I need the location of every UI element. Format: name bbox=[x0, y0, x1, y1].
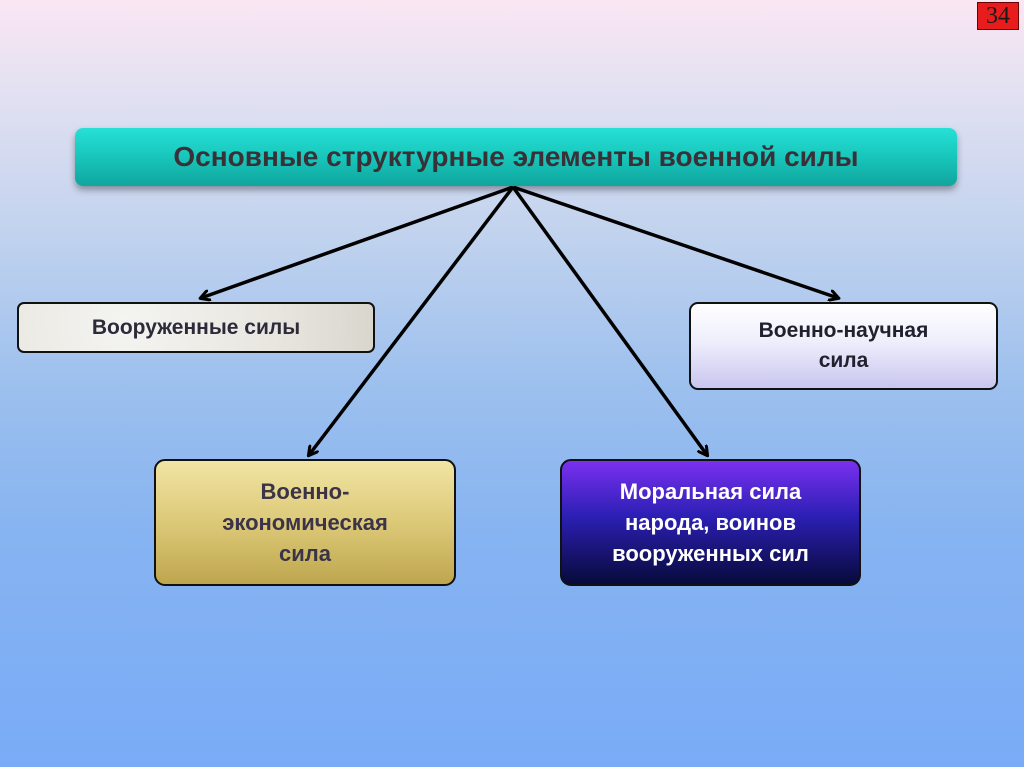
diagram-title: Основные структурные элементы военной си… bbox=[173, 141, 859, 172]
diagram-title-box: Основные структурные элементы военной си… bbox=[75, 128, 957, 186]
military-economic-box: Военно- экономическая сила bbox=[154, 459, 456, 586]
arrow-to-military-scientific bbox=[512, 185, 838, 298]
military-scientific-box: Военно-научная сила bbox=[689, 302, 998, 390]
moral-force-label: Моральная сила народа, воинов вооруженны… bbox=[612, 479, 809, 566]
arrow-to-military-economic bbox=[309, 185, 515, 455]
armed-forces-label: Вооруженные силы bbox=[91, 315, 301, 339]
military-economic-label: Военно- экономическая сила bbox=[222, 479, 388, 566]
arrow-to-armed-forces bbox=[201, 185, 514, 298]
armed-forces-box: Вооруженные силы bbox=[17, 302, 375, 353]
slide-number-badge: 34 bbox=[977, 2, 1019, 30]
military-scientific-label: Военно-научная сила bbox=[758, 319, 929, 372]
moral-force-box: Моральная сила народа, воинов вооруженны… bbox=[560, 459, 861, 586]
arrow-to-moral-force bbox=[511, 185, 707, 455]
